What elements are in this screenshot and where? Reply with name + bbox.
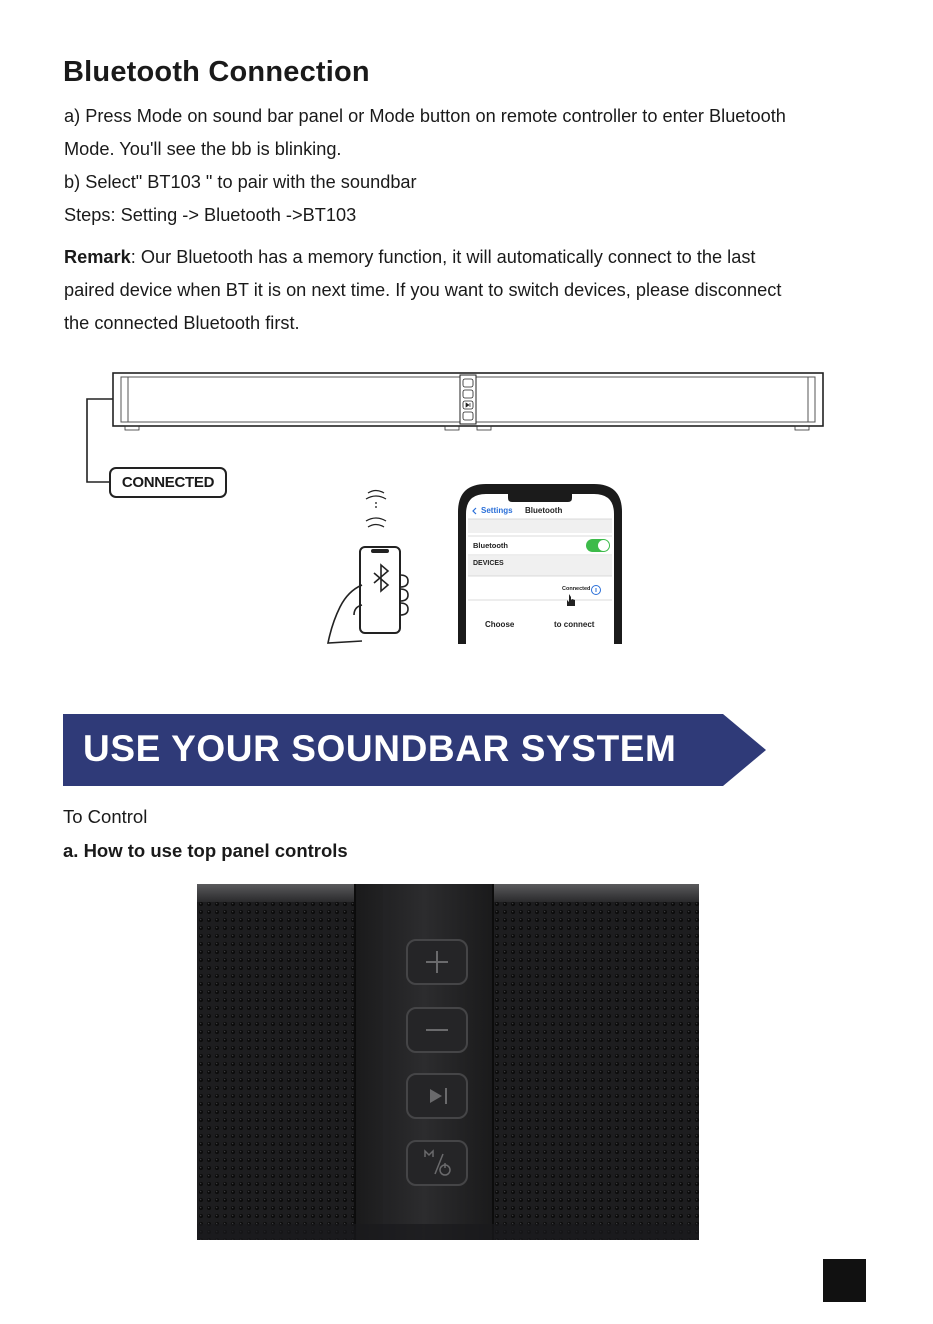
section-title: Bluetooth Connection bbox=[63, 56, 370, 88]
soundbar-illustration bbox=[86, 372, 824, 483]
instruction-b: b) Select" BT103 " to pair with the soun… bbox=[64, 172, 417, 192]
subheading-top-panel: a. How to use top panel controls bbox=[63, 840, 348, 861]
remark-line3: the connected Bluetooth first. bbox=[64, 313, 300, 333]
remark-line2: paired device when BT it is on next time… bbox=[64, 280, 782, 300]
phone-devices-header: DEVICES bbox=[473, 560, 504, 567]
control-buttons bbox=[406, 939, 468, 1186]
phone-back-label: Settings bbox=[481, 506, 513, 515]
page-number-box bbox=[823, 1259, 866, 1302]
phone-screen-title: Bluetooth bbox=[525, 506, 563, 515]
remark-text: : Our Bluetooth has a memory function, i… bbox=[130, 247, 756, 267]
remark-label: Remark bbox=[64, 247, 131, 267]
phone-bluetooth-row: Bluetooth bbox=[473, 541, 508, 550]
volume-down-button[interactable] bbox=[406, 1007, 468, 1053]
phone-device-status: Connected bbox=[562, 586, 591, 592]
instruction-steps: Steps: Setting -> Bluetooth ->BT103 bbox=[64, 205, 357, 225]
hand-phone-illustration bbox=[327, 489, 409, 644]
mode-power-button[interactable] bbox=[406, 1140, 468, 1186]
phone-hint-left: Choose bbox=[485, 620, 515, 629]
to-control-label: To Control bbox=[63, 806, 148, 827]
instruction-a-line2: Mode. You'll see the bb is blinking. bbox=[64, 139, 342, 159]
section-banner bbox=[63, 714, 766, 786]
volume-up-button[interactable] bbox=[406, 939, 468, 985]
remark-line1: Remark: Our Bluetooth has a memory funct… bbox=[64, 241, 894, 274]
connected-label: CONNECTED bbox=[109, 467, 227, 498]
banner-title: USE YOUR SOUNDBAR SYSTEM bbox=[83, 728, 677, 769]
play-pause-button[interactable] bbox=[406, 1073, 468, 1119]
phone-mockup: Settings Bluetooth Bluetooth DEVICES Con… bbox=[456, 482, 624, 644]
phone-hint-right: to connect bbox=[554, 620, 595, 629]
instruction-a-line1: a) Press Mode on sound bar panel or Mode… bbox=[64, 106, 786, 126]
